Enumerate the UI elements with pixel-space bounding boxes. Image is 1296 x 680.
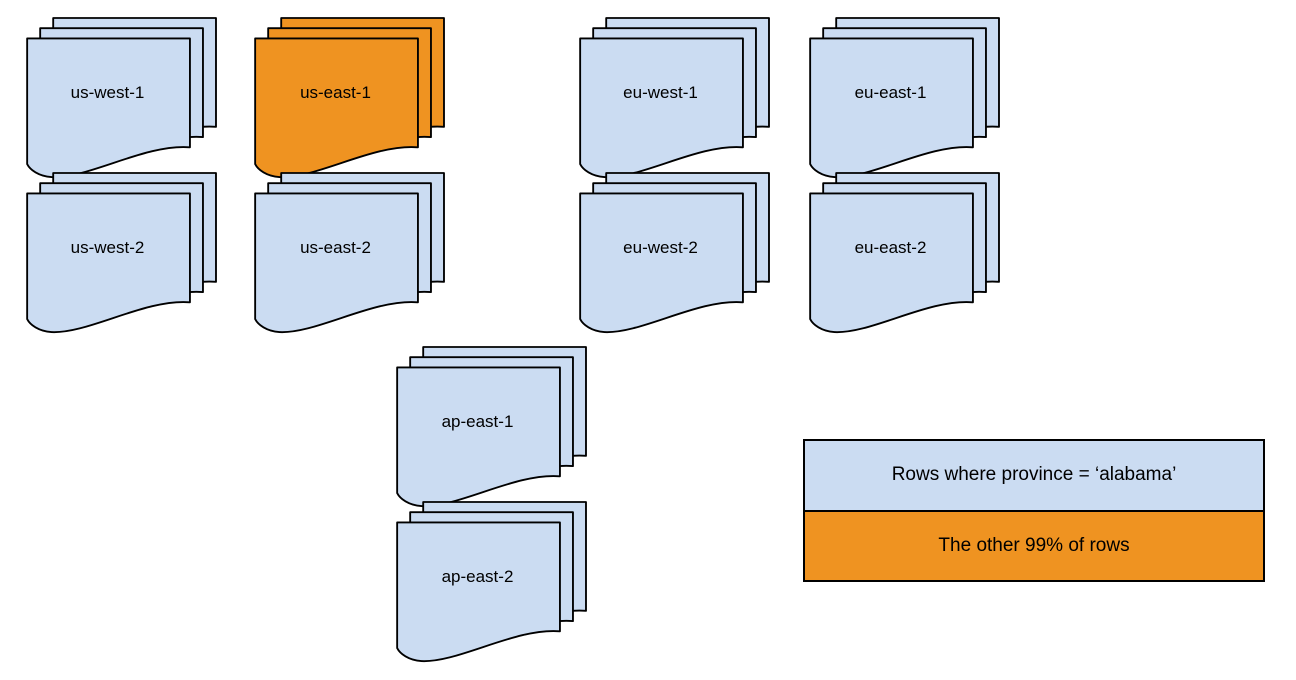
document-sheet (254, 37, 419, 179)
document-sheet (396, 521, 561, 663)
legend-item-blue-label: Rows where province = ‘alabama’ (891, 464, 1177, 486)
document-stack-eu-west-2[interactable]: eu-west-2 (573, 172, 778, 334)
document-stack-ap-east-2[interactable]: ap-east-2 (390, 501, 595, 663)
document-stack-eu-west-1[interactable]: eu-west-1 (573, 17, 778, 179)
legend-item-blue: Rows where province = ‘alabama’ (805, 441, 1263, 512)
legend-item-orange: The other 99% of rows (805, 511, 1263, 580)
document-sheet (26, 37, 191, 179)
document-sheet (809, 37, 974, 179)
document-stack-us-west-2[interactable]: us-west-2 (20, 172, 225, 334)
document-stack-us-west-1[interactable]: us-west-1 (20, 17, 225, 179)
legend-item-orange-label: The other 99% of rows (938, 534, 1130, 556)
document-sheet (579, 37, 744, 179)
document-sheet (26, 192, 191, 334)
document-stack-ap-east-1[interactable]: ap-east-1 (390, 346, 595, 508)
document-sheet (809, 192, 974, 334)
document-stack-us-east-2[interactable]: us-east-2 (248, 172, 453, 334)
document-sheet (254, 192, 419, 334)
document-sheet (579, 192, 744, 334)
document-stack-us-east-1[interactable]: us-east-1 (248, 17, 453, 179)
document-stack-eu-east-2[interactable]: eu-east-2 (803, 172, 1008, 334)
document-stack-eu-east-1[interactable]: eu-east-1 (803, 17, 1008, 179)
legend-box: Rows where province = ‘alabama’ The othe… (803, 439, 1265, 582)
document-sheet (396, 366, 561, 508)
